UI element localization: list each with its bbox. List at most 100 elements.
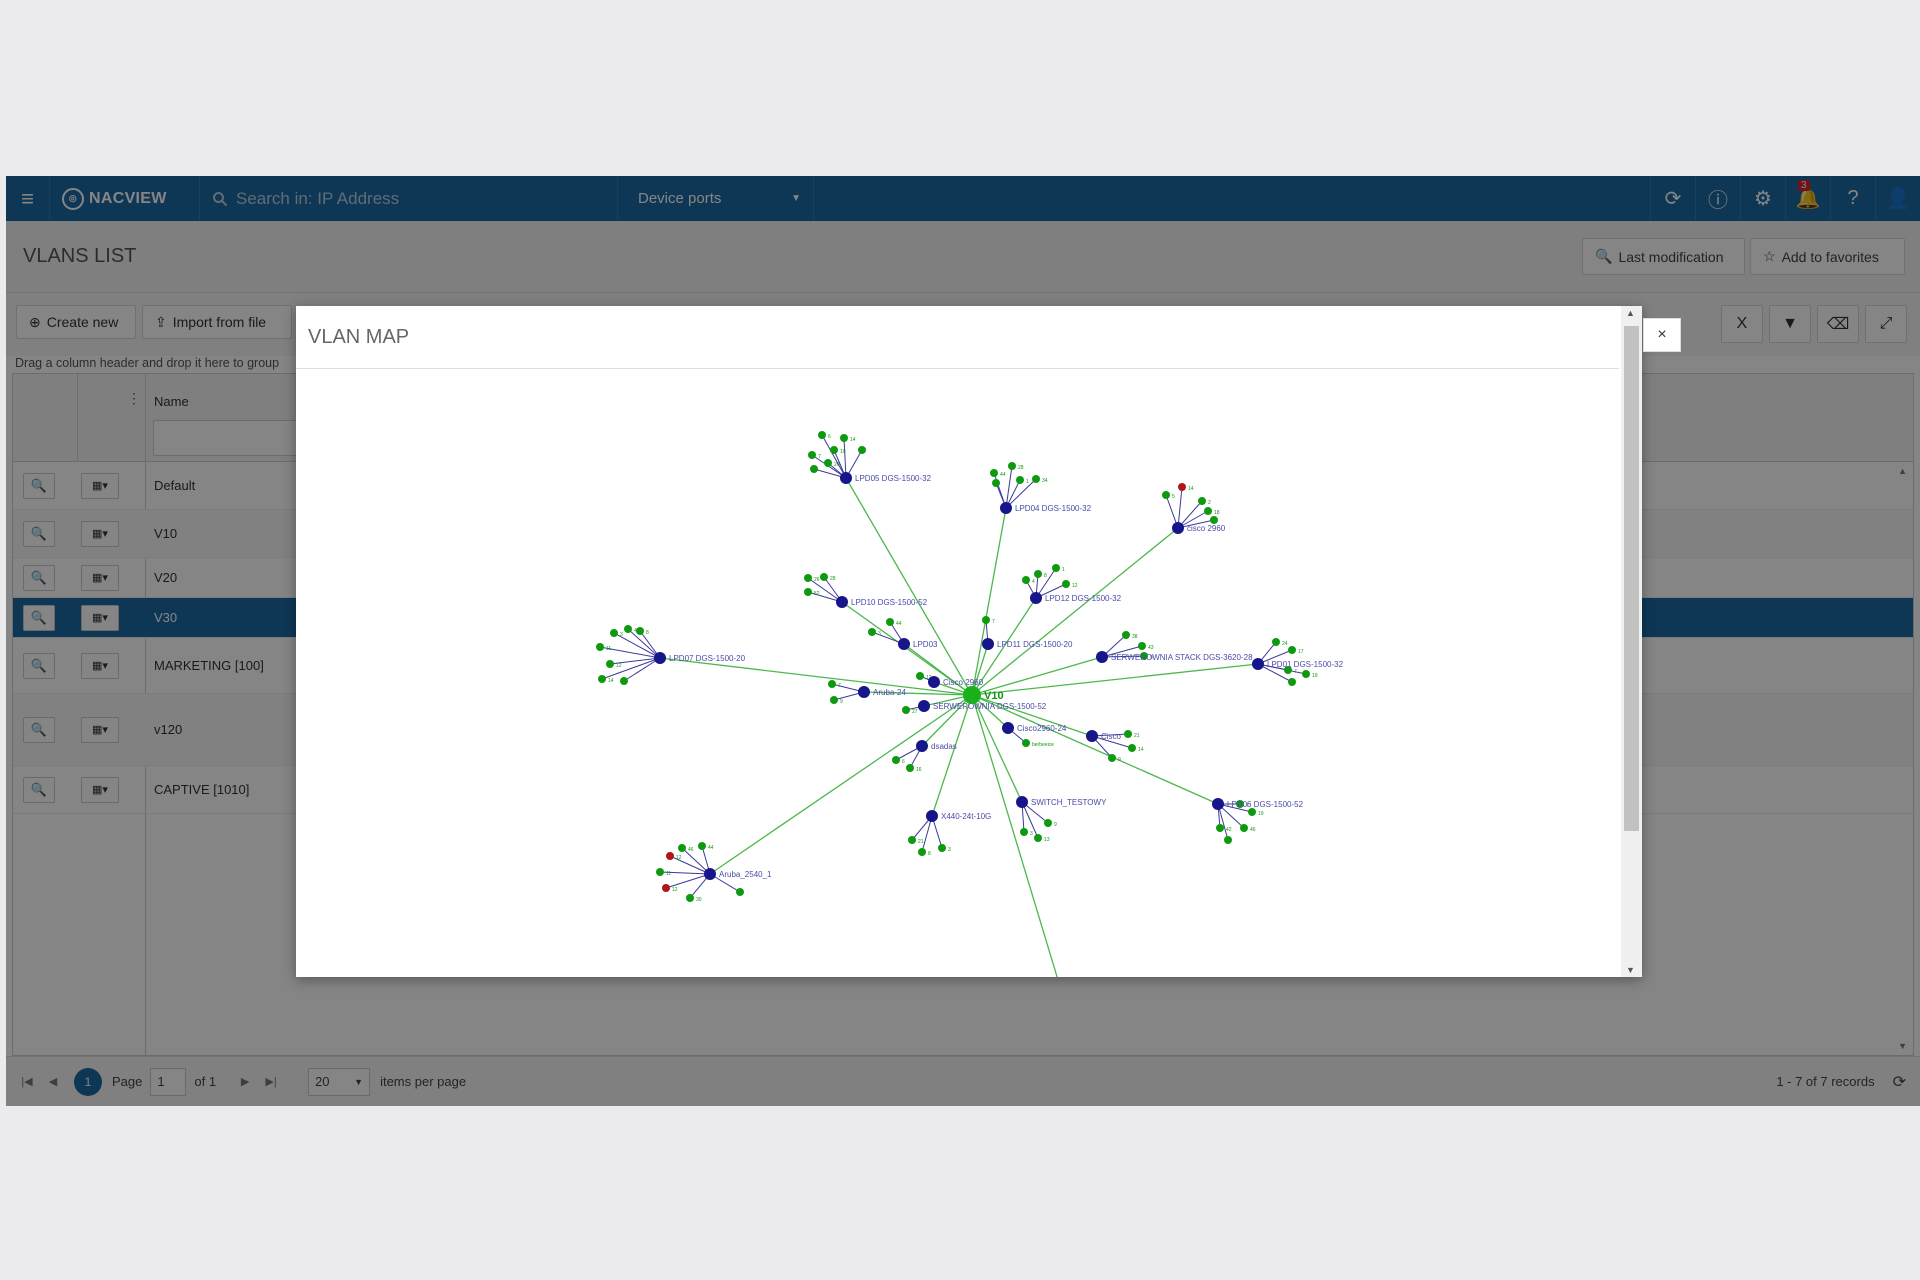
port-node[interactable] [596, 643, 604, 651]
first-page-icon[interactable]: |◀ [21, 1076, 33, 1088]
port-node[interactable] [1022, 576, 1030, 584]
switch-node[interactable] [704, 868, 716, 880]
port-node[interactable] [1128, 744, 1136, 752]
port-node[interactable] [1140, 652, 1148, 660]
port-node[interactable] [840, 434, 848, 442]
scroll-thumb[interactable] [1624, 326, 1639, 831]
port-node[interactable] [1302, 670, 1310, 678]
refresh-icon[interactable]: ⟳ [1650, 176, 1695, 221]
port-node[interactable] [1224, 836, 1232, 844]
search-input[interactable] [236, 188, 616, 209]
port-node[interactable] [1198, 497, 1206, 505]
switch-node[interactable] [928, 676, 940, 688]
port-node[interactable] [820, 573, 828, 581]
port-node[interactable] [1204, 507, 1212, 515]
port-node[interactable] [808, 451, 816, 459]
switch-node[interactable] [1212, 798, 1224, 810]
row-actions-icon[interactable]: ▦▾ [81, 776, 119, 803]
user-icon[interactable]: 👤 [1875, 176, 1920, 221]
port-node[interactable] [892, 756, 900, 764]
search-scope-select[interactable]: Device ports ▼ [618, 176, 814, 221]
zoom-icon[interactable]: 🔍 [23, 604, 55, 631]
grid-scroll-up-icon[interactable]: ▲ [1898, 466, 1907, 476]
port-node[interactable] [828, 680, 836, 688]
port-node[interactable] [624, 625, 632, 633]
port-node[interactable] [636, 627, 644, 635]
prev-page-icon[interactable]: ◀ [48, 1076, 58, 1088]
port-node[interactable] [1216, 824, 1224, 832]
port-node[interactable] [1210, 516, 1218, 524]
port-node[interactable] [918, 848, 926, 856]
switch-node[interactable] [1016, 796, 1028, 808]
switch-node[interactable] [654, 652, 666, 664]
switch-node[interactable] [1252, 658, 1264, 670]
port-node[interactable] [1240, 824, 1248, 832]
port-node[interactable] [858, 446, 866, 454]
port-node[interactable] [886, 618, 894, 626]
vlan-center-node[interactable] [963, 686, 981, 704]
port-node[interactable] [804, 574, 812, 582]
switch-node[interactable] [1172, 522, 1184, 534]
column-header-name[interactable]: Name [154, 394, 189, 409]
switch-node[interactable] [840, 472, 852, 484]
port-node[interactable] [1020, 828, 1028, 836]
row-actions-icon[interactable]: ▦▾ [81, 564, 119, 591]
zoom-icon[interactable]: 🔍 [23, 776, 55, 803]
switch-node[interactable] [1096, 651, 1108, 663]
zoom-icon[interactable]: 🔍 [23, 564, 55, 591]
row-actions-icon[interactable]: ▦▾ [81, 604, 119, 631]
filter-button[interactable]: ▼ [1769, 305, 1811, 343]
port-node[interactable] [1272, 638, 1280, 646]
port-node[interactable] [620, 677, 628, 685]
port-node[interactable] [990, 469, 998, 477]
port-node[interactable] [1248, 808, 1256, 816]
port-node[interactable] [1044, 819, 1052, 827]
import-from-file-button[interactable]: ⇪ Import from file [142, 305, 292, 339]
row-actions-icon[interactable]: ▦▾ [81, 472, 119, 499]
port-node[interactable] [810, 465, 818, 473]
current-page-indicator[interactable]: 1 [74, 1067, 102, 1096]
clear-filters-button[interactable]: ⌫ [1817, 305, 1859, 343]
refresh-icon[interactable]: ⟳ [1892, 1073, 1906, 1091]
port-node-alert[interactable] [666, 852, 674, 860]
port-node[interactable] [818, 431, 826, 439]
next-page-icon[interactable]: ▶ [240, 1076, 250, 1088]
switch-node[interactable] [858, 686, 870, 698]
port-node[interactable] [686, 894, 694, 902]
grid-scroll-down-icon[interactable]: ▼ [1898, 1041, 1907, 1051]
port-node[interactable] [1284, 666, 1292, 674]
port-node[interactable] [610, 629, 618, 637]
port-node[interactable] [830, 446, 838, 454]
port-node[interactable] [1008, 462, 1016, 470]
port-node[interactable] [1016, 476, 1024, 484]
page-size-select[interactable]: 20 ▼ [308, 1067, 371, 1096]
port-node[interactable] [1124, 730, 1132, 738]
close-button[interactable]: × [1643, 318, 1681, 352]
zoom-icon[interactable]: 🔍 [23, 472, 55, 499]
port-node[interactable] [938, 844, 946, 852]
port-node[interactable] [698, 842, 706, 850]
alert-icon[interactable]: ⓘ [1695, 176, 1740, 221]
fullscreen-button[interactable]: ⤢ [1865, 305, 1907, 343]
switch-node[interactable] [1002, 722, 1014, 734]
switch-node[interactable] [1030, 592, 1042, 604]
port-node[interactable] [1138, 642, 1146, 650]
port-node[interactable] [908, 836, 916, 844]
port-node[interactable] [916, 672, 924, 680]
row-actions-icon[interactable]: ▦▾ [81, 716, 119, 743]
zoom-icon[interactable]: 🔍 [23, 652, 55, 679]
hamburger-menu-icon[interactable]: ≡ [6, 176, 50, 221]
port-node[interactable] [906, 764, 914, 772]
row-actions-icon[interactable]: ▦▾ [81, 652, 119, 679]
port-node[interactable] [606, 660, 614, 668]
switch-node[interactable] [1086, 730, 1098, 742]
port-node[interactable] [982, 616, 990, 624]
add-to-favorites-button[interactable]: ☆ Add to favorites [1750, 238, 1905, 275]
port-node[interactable] [902, 706, 910, 714]
port-node-alert[interactable] [1178, 483, 1186, 491]
column-menu-icon[interactable]: ⋮ [127, 390, 141, 406]
switch-node[interactable] [916, 740, 928, 752]
app-logo[interactable]: ◎ NACVIEW [50, 176, 200, 221]
port-node[interactable] [1032, 475, 1040, 483]
